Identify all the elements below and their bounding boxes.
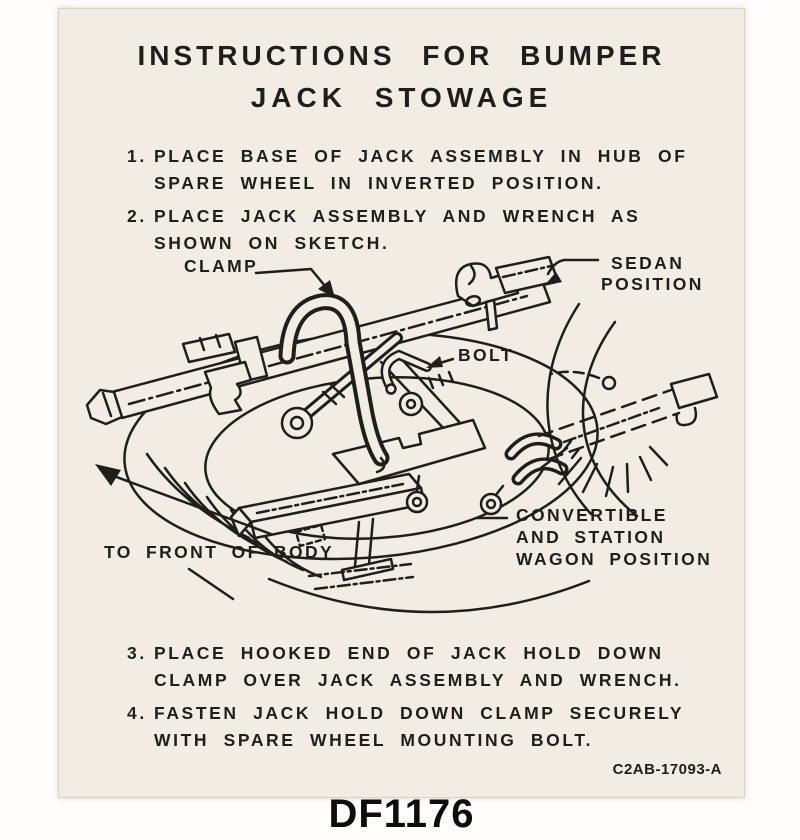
mounting-bolt (380, 349, 432, 395)
title-line-2: JACK STOWAGE (250, 82, 553, 113)
label-sedan-line-2: POSITION (601, 274, 704, 294)
step-2: 2. PLACE JACK ASSEMBLY AND WRENCH AS SHO… (127, 203, 640, 257)
jack-mechanism (331, 352, 487, 486)
instruction-decal: INSTRUCTIONS FOR BUMPER JACK STOWAGE 1. … (58, 8, 745, 798)
step-2-number: 2. (127, 206, 147, 226)
step-3-line-2: CLAMP OVER JACK ASSEMBLY AND WRENCH. (154, 670, 682, 690)
step-4-line-1: FASTEN JACK HOLD DOWN CLAMP SECURELY (154, 703, 685, 723)
label-convertible-position: CONVERTIBLE AND STATION WAGON POSITION (516, 504, 712, 570)
label-convertible-line-1: CONVERTIBLE (516, 505, 668, 525)
wrench (280, 332, 403, 440)
step-3-line-1: PLACE HOOKED END OF JACK HOLD DOWN (154, 643, 664, 663)
ghost-bar (537, 370, 719, 461)
label-to-front-of-body: TO FRONT OF BODY (104, 542, 335, 562)
label-convertible-line-2: AND STATION (516, 527, 666, 547)
label-convertible-line-3: WAGON POSITION (516, 549, 713, 569)
label-sedan-position: SEDAN POSITION (601, 253, 704, 295)
step-4-number: 4. (127, 703, 147, 723)
step-3-number: 3. (127, 643, 147, 663)
hold-down-clamp (278, 293, 390, 474)
step-1-line-2: SPARE WHEEL IN INVERTED POSITION. (154, 173, 604, 193)
step-1-number: 1. (127, 146, 147, 166)
step-2-line-1: PLACE JACK ASSEMBLY AND WRENCH AS (154, 206, 641, 226)
lower-beam (229, 472, 427, 591)
decal-title: INSTRUCTIONS FOR BUMPER JACK STOWAGE (59, 39, 744, 115)
step-4-line-2: WITH SPARE WHEEL MOUNTING BOLT. (154, 730, 594, 750)
step-4: 4. FASTEN JACK HOLD DOWN CLAMP SECURELY … (127, 700, 684, 754)
title-line-1: INSTRUCTIONS FOR BUMPER (137, 40, 666, 71)
step-3: 3. PLACE HOOKED END OF JACK HOLD DOWN CL… (127, 640, 682, 694)
step-2-line-2: SHOWN ON SKETCH. (154, 233, 390, 253)
jack-assembly-sketch (85, 255, 719, 614)
label-sedan-line-1: SEDAN (611, 253, 685, 273)
caption-df-number: DF1176 (328, 792, 475, 836)
front-of-body-arrow (95, 464, 273, 536)
label-clamp: CLAMP (184, 256, 259, 276)
leader-lines (254, 258, 600, 368)
step-1-line-1: PLACE BASE OF JACK ASSEMBLY IN HUB OF (154, 146, 688, 166)
ratchet-head (454, 255, 560, 332)
step-1: 1. PLACE BASE OF JACK ASSEMBLY IN HUB OF… (127, 143, 688, 197)
part-number: C2AB-17093-A (612, 761, 722, 778)
label-bolt: BOLT (458, 345, 514, 365)
